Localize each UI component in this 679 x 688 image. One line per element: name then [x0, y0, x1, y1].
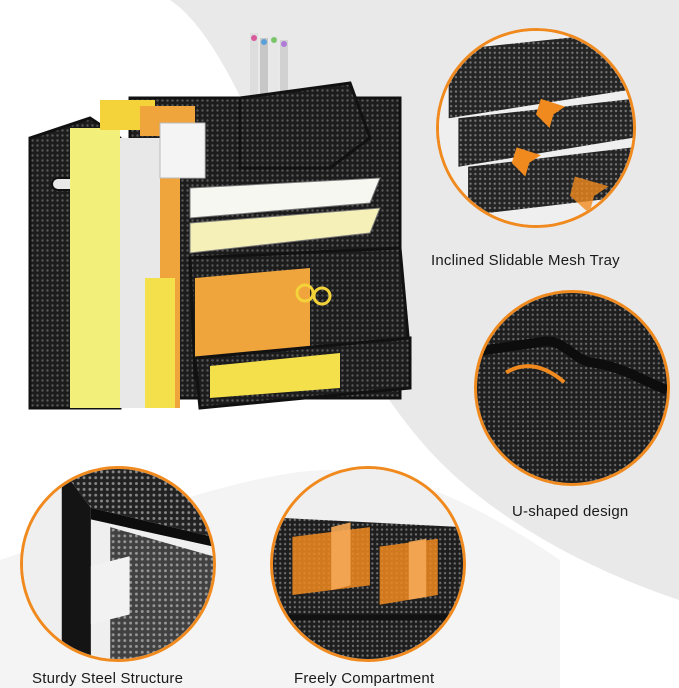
detail-circle-compartment — [270, 466, 466, 662]
caption-ushape: U-shaped design — [512, 503, 629, 520]
caption-tray: Inclined Slidable Mesh Tray — [431, 252, 620, 269]
detail-circle-steel — [20, 466, 216, 662]
steel-detail-illustration — [23, 469, 213, 659]
desk-organizer-illustration — [28, 33, 412, 410]
caption-steel: Sturdy Steel Structure — [32, 670, 184, 687]
ushape-detail-illustration — [477, 293, 667, 483]
caption-compartment: Freely Compartment — [294, 670, 435, 687]
compartment-detail-illustration — [273, 469, 463, 659]
tray-detail-illustration — [439, 31, 633, 225]
detail-circle-tray — [436, 28, 636, 228]
detail-circle-ushape — [474, 290, 670, 486]
